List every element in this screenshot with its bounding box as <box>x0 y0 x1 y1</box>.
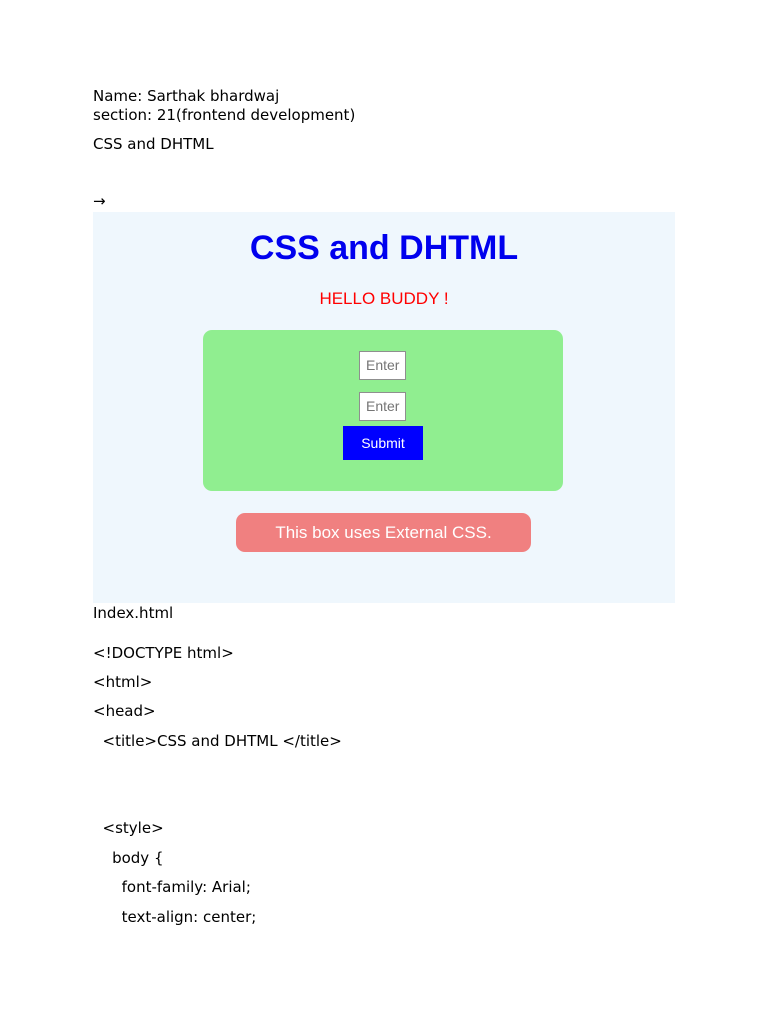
greeting-text: HELLO BUDDY ! <box>319 289 449 308</box>
external-css-box: This box uses External CSS. <box>236 513 531 552</box>
right-arrow-icon: → <box>93 192 106 210</box>
code-line: <html> <box>93 673 153 691</box>
author-name: Name: Sarthak bhardwaj <box>93 87 280 105</box>
code-line: body { <box>93 849 164 867</box>
code-line: <title>CSS and DHTML </title> <box>93 732 342 750</box>
section-line: section: 21(frontend development) <box>93 106 356 124</box>
code-line: <!DOCTYPE html> <box>93 644 234 662</box>
screenshot-title: CSS and DHTML <box>249 229 519 267</box>
code-line: text-align: center; <box>93 908 257 926</box>
topic-heading: CSS and DHTML <box>93 135 214 153</box>
code-line: font-family: Arial; <box>93 878 251 896</box>
code-line: <style> <box>93 819 164 837</box>
file-label: Index.html <box>93 604 174 622</box>
form-box: Enter Enter Submit <box>203 330 563 491</box>
email-input[interactable]: Enter <box>359 392 406 421</box>
name-input[interactable]: Enter <box>359 351 406 380</box>
submit-button[interactable]: Submit <box>343 426 423 460</box>
code-line: <head> <box>93 702 156 720</box>
output-screenshot: CSS and DHTML HELLO BUDDY ! Enter Enter … <box>93 212 675 603</box>
